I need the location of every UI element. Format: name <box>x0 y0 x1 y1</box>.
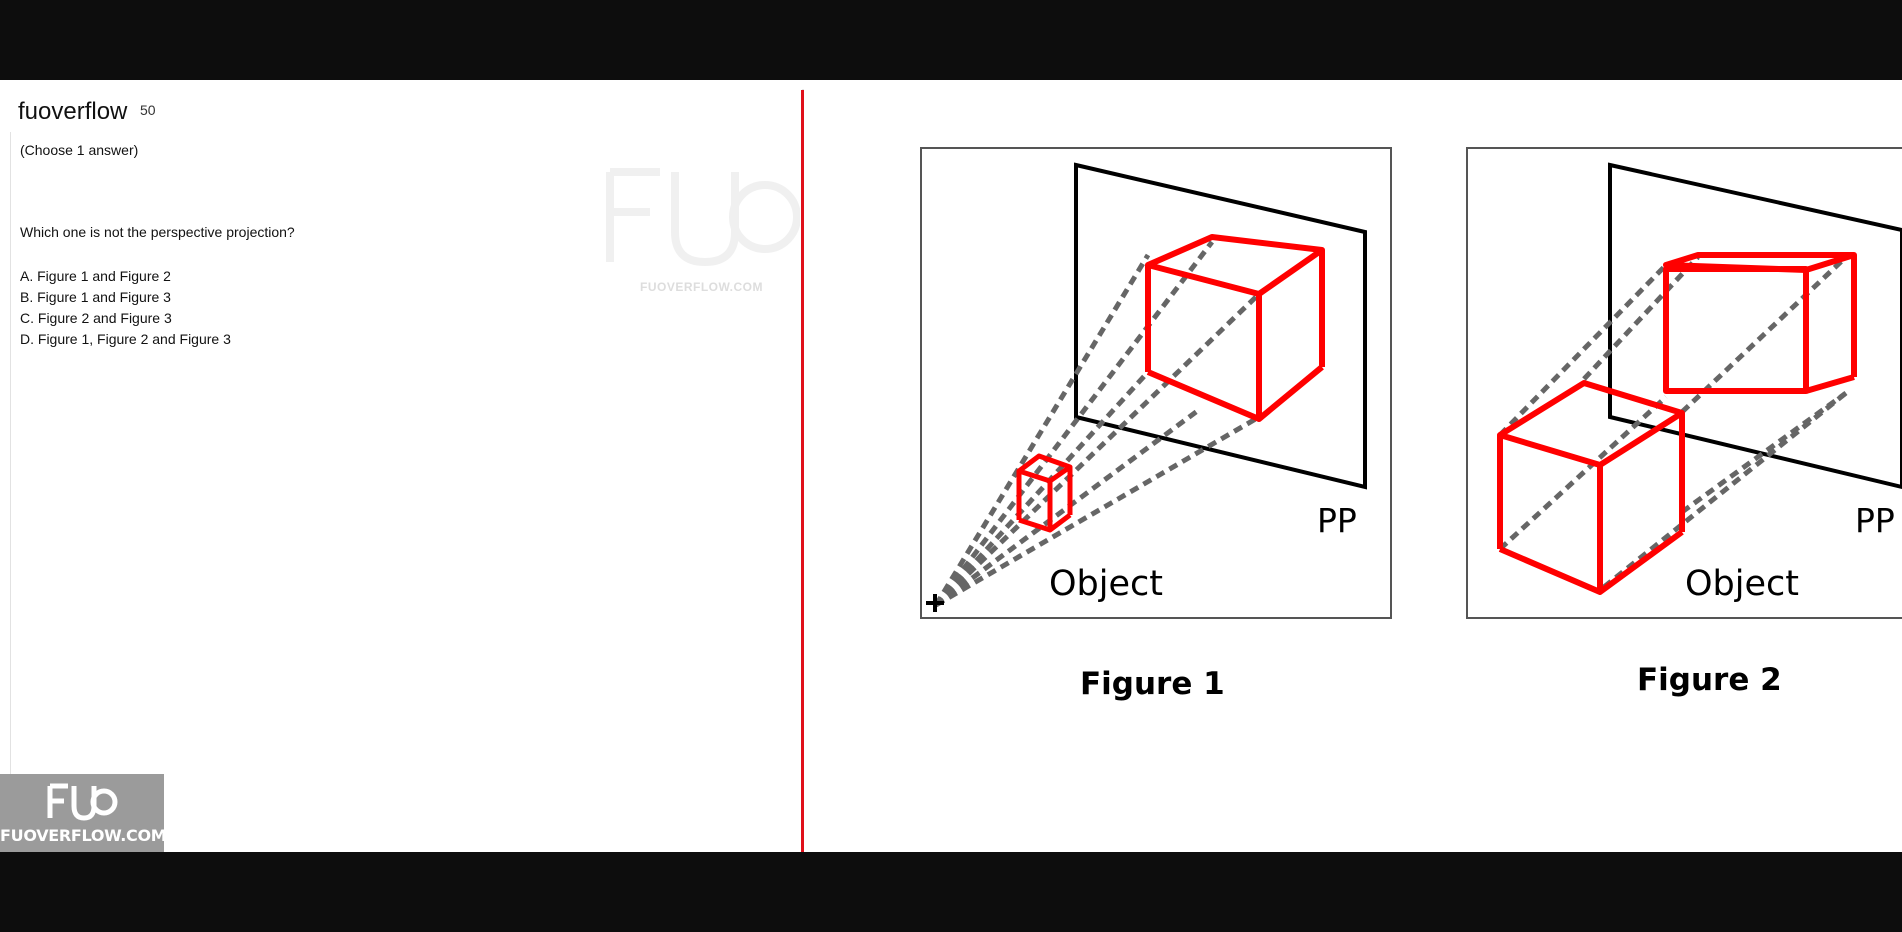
panel-divider <box>801 90 804 852</box>
watermark-logo <box>600 162 800 302</box>
figure-1-caption: Figure 1 <box>1080 666 1225 702</box>
pp-label: PP <box>1855 501 1895 540</box>
option-c[interactable]: C. Figure 2 and Figure 3 <box>20 310 172 326</box>
panel-border <box>10 128 11 852</box>
page-content: 50 fuoverflow (Choose 1 answer) Which on… <box>0 80 1902 852</box>
answer-instruction: (Choose 1 answer) <box>20 142 139 158</box>
bottom-letterbox <box>0 852 1902 932</box>
cube-small <box>1016 453 1073 533</box>
pp-label: PP <box>1317 501 1357 540</box>
fuo-badge[interactable]: FUOVERFLOW.COM <box>0 774 167 852</box>
top-letterbox <box>0 0 1902 80</box>
projector-lines <box>933 240 1261 608</box>
cube-projected <box>1663 252 1857 394</box>
projector-lines <box>1498 255 1848 589</box>
cube-object <box>1497 380 1685 595</box>
figure-2-caption: Figure 2 <box>1637 662 1782 698</box>
brand-title[interactable]: fuoverflow <box>18 98 128 125</box>
figure-2-image: PP Object <box>1466 147 1902 624</box>
question-panel: 50 fuoverflow (Choose 1 answer) Which on… <box>0 80 802 852</box>
question-number: 50 <box>140 102 156 118</box>
object-label: Object <box>1049 564 1163 604</box>
figure-1-image: PP Object <box>920 147 1392 624</box>
fuo-logo-icon <box>46 782 118 827</box>
cube-large <box>1145 234 1325 422</box>
option-a[interactable]: A. Figure 1 and Figure 2 <box>20 268 171 284</box>
figure-panel: PP Object Figure 1 <box>804 80 1902 852</box>
fuo-badge-text: FUOVERFLOW.COM <box>0 826 167 845</box>
object-label: Object <box>1685 564 1799 604</box>
option-d[interactable]: D. Figure 1, Figure 2 and Figure 3 <box>20 331 231 347</box>
option-b[interactable]: B. Figure 1 and Figure 3 <box>20 289 171 305</box>
question-text: Which one is not the perspective project… <box>20 224 295 240</box>
answer-options: A. Figure 1 and Figure 2 B. Figure 1 and… <box>20 266 231 350</box>
watermark-site: FUOVERFLOW.COM <box>640 280 763 294</box>
brand-tab <box>0 92 140 132</box>
